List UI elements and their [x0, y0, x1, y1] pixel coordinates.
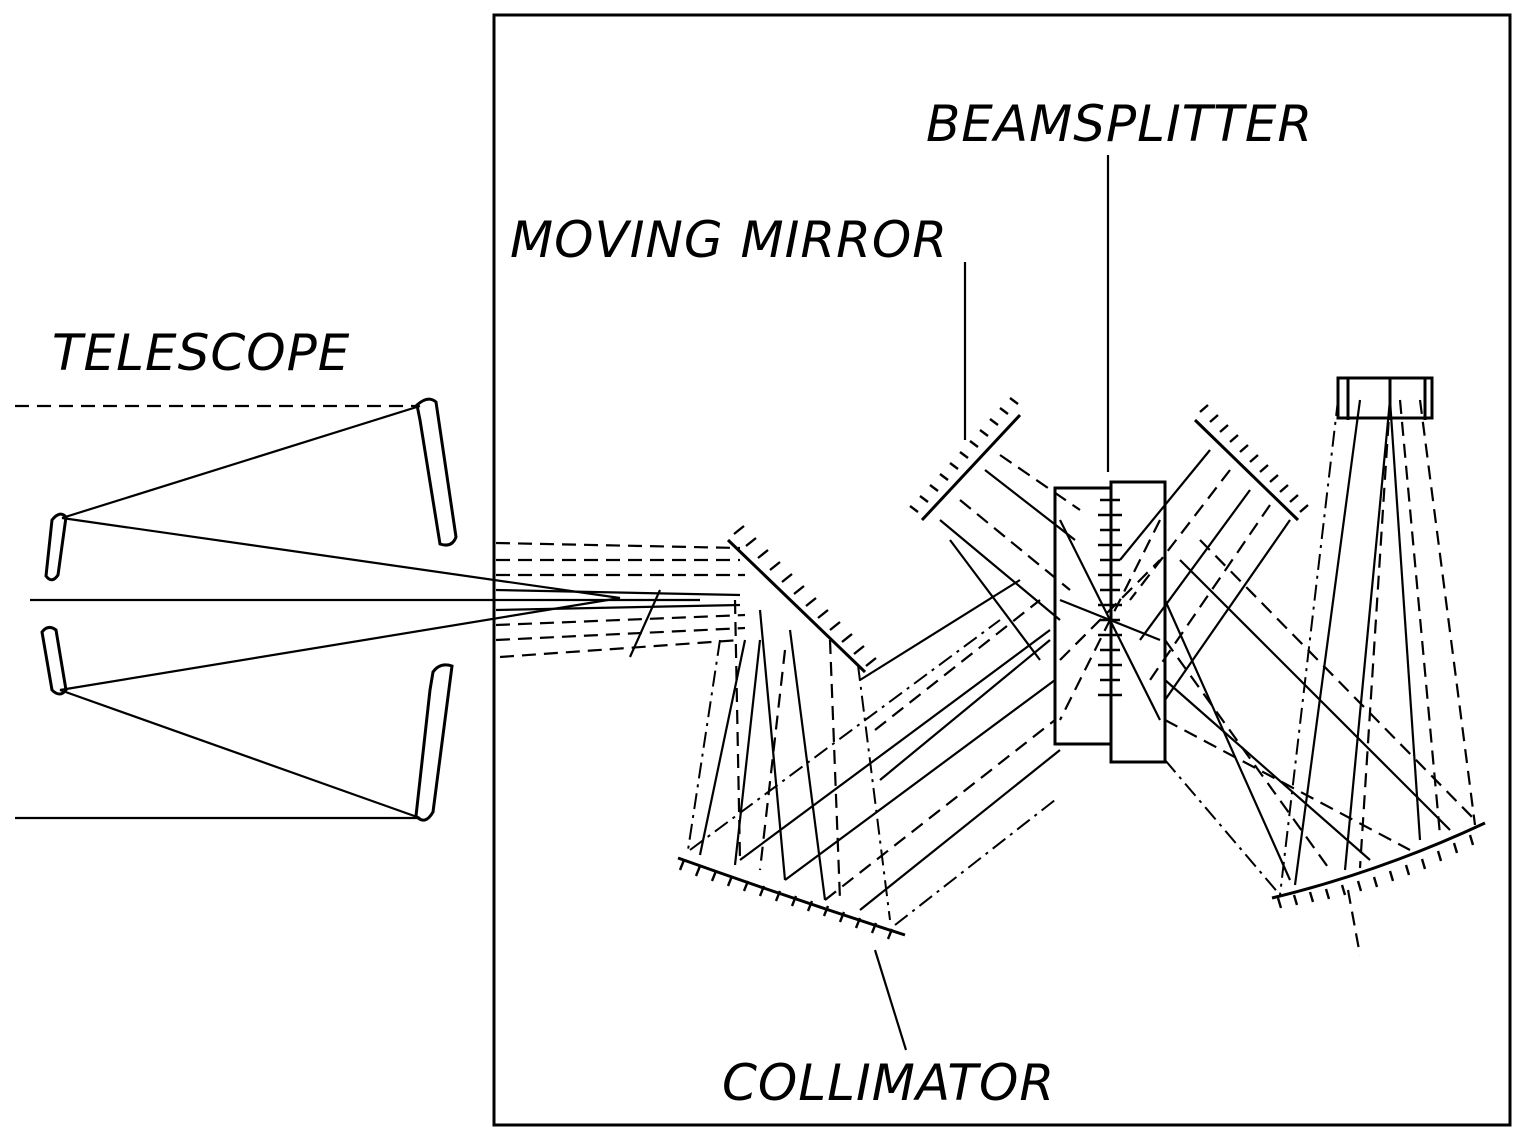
leader-lines [873, 155, 1362, 1051]
fixed-mirror [1119, 404, 1309, 701]
fold-mirror [726, 525, 877, 674]
secondary-mirror-upper [44, 512, 68, 582]
right-output-rays [1163, 399, 1477, 896]
moving-mirror [909, 397, 1081, 661]
instrument-enclosure [492, 13, 1512, 1127]
beamsplitter [1053, 480, 1167, 764]
left-collimator-rays [687, 579, 1061, 926]
input-beams [495, 541, 746, 659]
collimator-label: COLLIMATOR [722, 1054, 1055, 1112]
right-collimator-mirror [1271, 821, 1486, 909]
primary-mirror-lower [414, 663, 454, 822]
beamsplitter-label: BEAMSPLITTER [926, 95, 1313, 153]
secondary-mirror-lower [40, 625, 68, 696]
telescope-assembly [15, 397, 700, 822]
primary-mirror-upper [415, 397, 458, 547]
detector [1336, 376, 1434, 420]
moving-mirror-label: MOVING MIRROR [510, 211, 948, 269]
telescope-label: TELESCOPE [52, 324, 350, 382]
left-collimator-mirror [677, 856, 906, 940]
